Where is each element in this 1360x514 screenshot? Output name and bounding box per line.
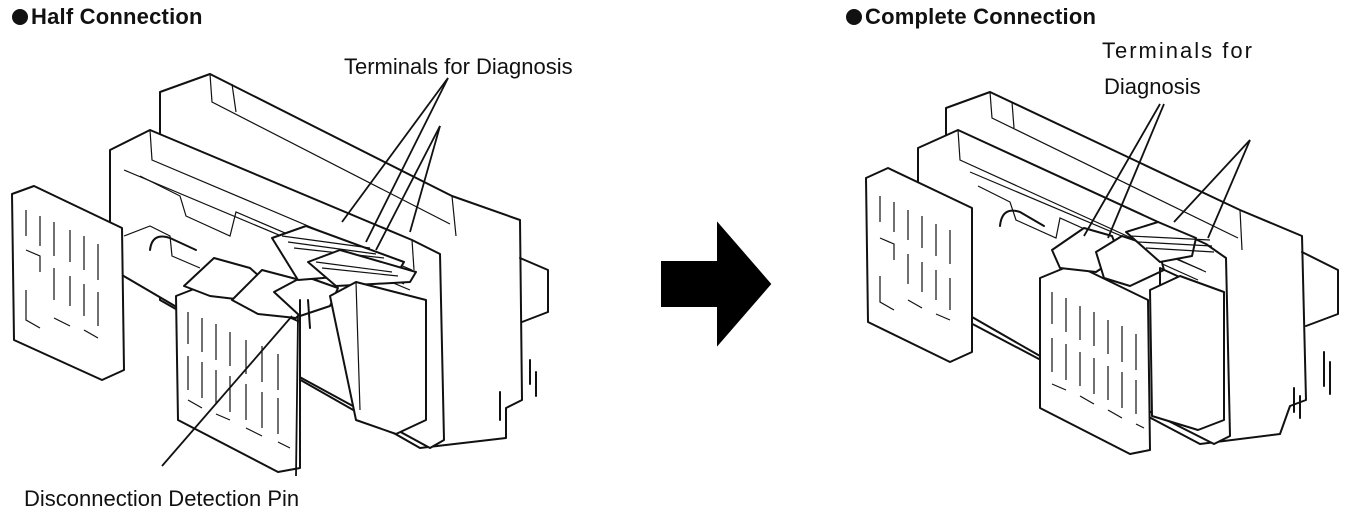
complete-connection-title-text: Complete Connection [865, 4, 1097, 29]
half-connection-title-text: Half Connection [31, 4, 203, 29]
bullet-icon [846, 9, 862, 25]
right-arrow-icon [661, 221, 772, 347]
terminals-for-diagnosis-label-left: Terminals for Diagnosis [344, 54, 573, 79]
complete-connection-title: Complete Connection [846, 4, 1096, 30]
diagnosis-label-right: Diagnosis [1104, 74, 1201, 99]
pin-leader-lines [161, 315, 299, 477]
connector-half-illustration [11, 73, 549, 473]
connector-complete-illustration [865, 91, 1339, 455]
bullet-icon [12, 9, 28, 25]
disconnection-detection-pin-label: Disconnection Detection Pin [24, 486, 300, 511]
terminals-for-label-right: Terminals for [1102, 38, 1254, 63]
terminals-leader-lines-right [1083, 103, 1251, 239]
half-connection-title: Half Connection [12, 4, 203, 30]
terminals-leader-lines-left [341, 77, 449, 251]
